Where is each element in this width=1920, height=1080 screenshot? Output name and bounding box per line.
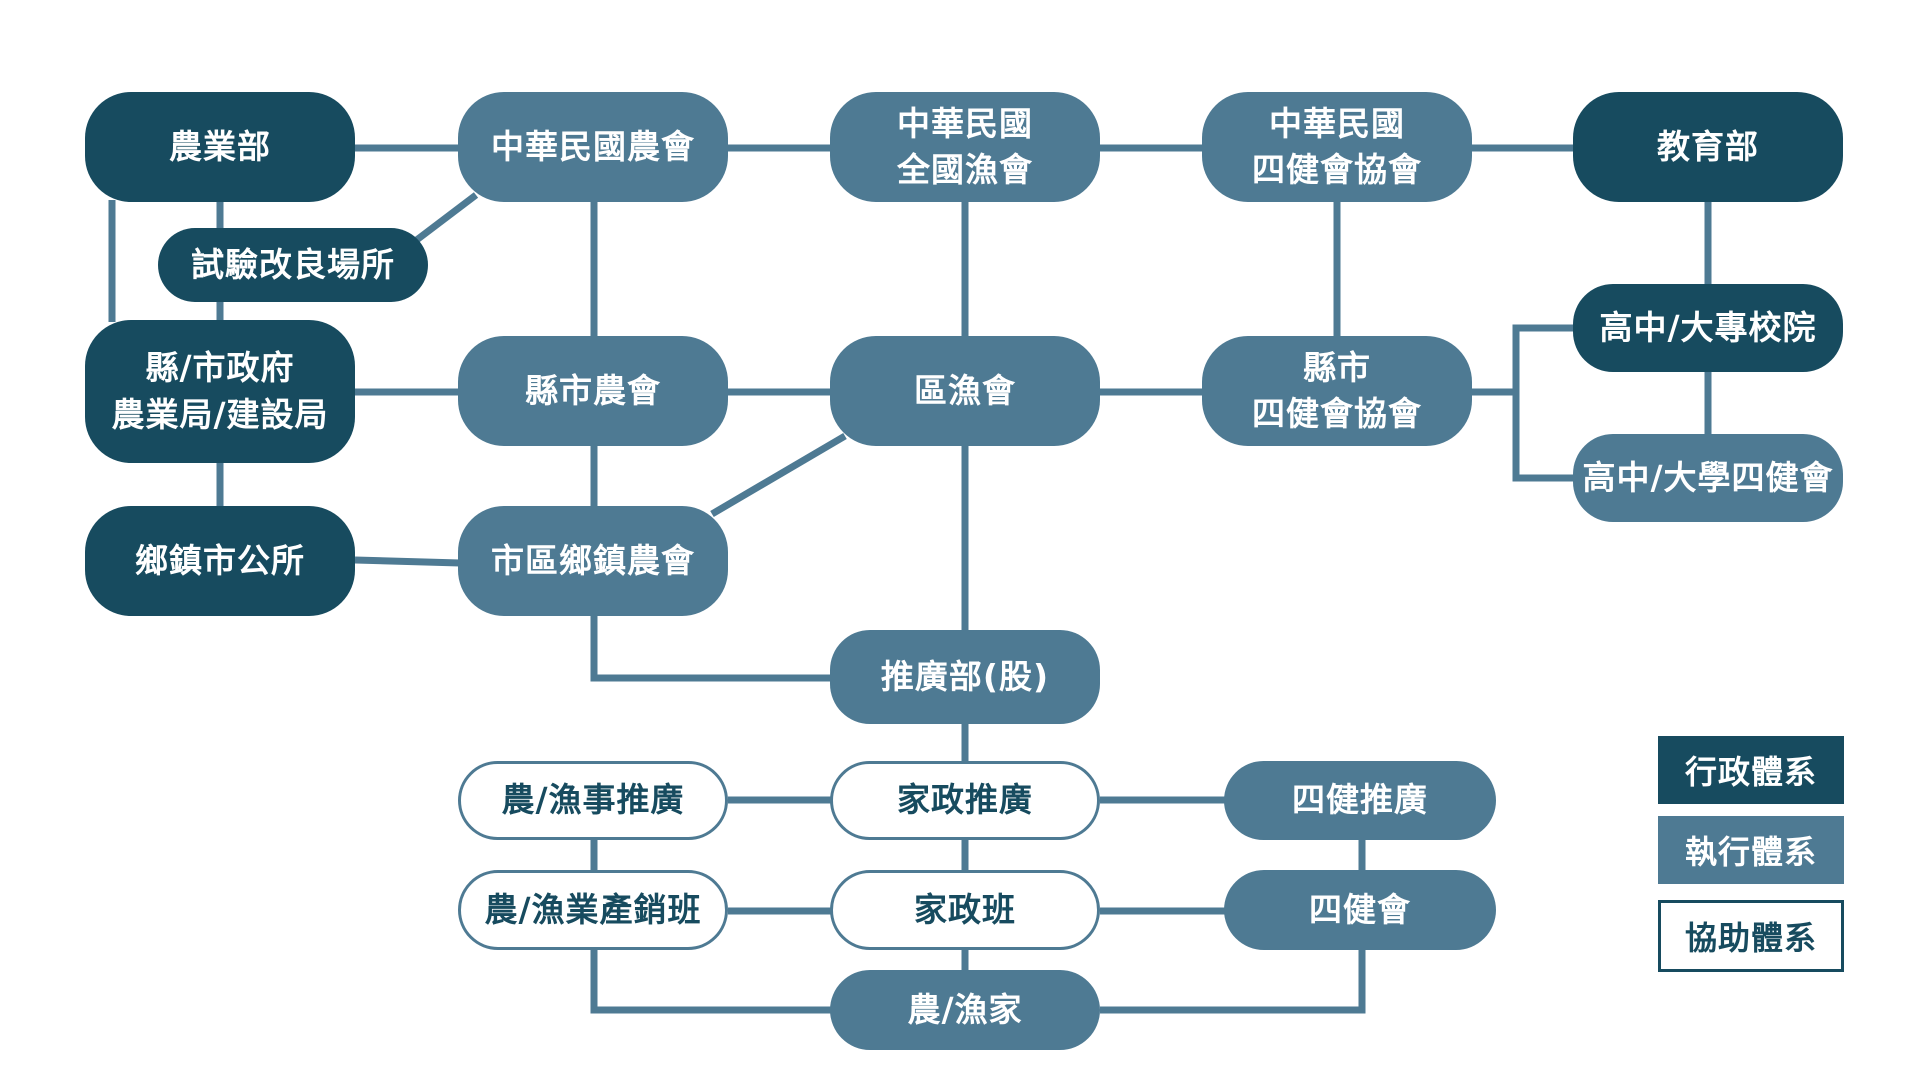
node-fourh-assoc-national: 中華民國 四健會協會: [1202, 92, 1472, 202]
node-coa: 農業部: [85, 92, 355, 202]
connector: [1472, 324, 1575, 396]
node-county-farmers-assoc: 縣市農會: [458, 336, 728, 446]
connector: [1100, 950, 1366, 1014]
node-county-fourh-assoc: 縣市 四健會協會: [1202, 336, 1472, 446]
node-home-econ-class: 家政班: [830, 870, 1100, 950]
connector: [1512, 392, 1575, 482]
node-township-farmers-assoc: 市區鄉鎮農會: [458, 506, 728, 616]
node-farm-family: 農/漁家: [830, 970, 1100, 1050]
node-moe: 教育部: [1573, 92, 1843, 202]
legend-exec: 執行體系: [1658, 816, 1844, 884]
connector: [590, 950, 833, 1014]
node-extension-dept: 推廣部(股): [830, 630, 1100, 724]
node-township-office: 鄉鎮市公所: [85, 506, 355, 616]
node-high-school-college: 高中/大專校院: [1573, 284, 1843, 372]
node-fishermen-assoc-national: 中華民國 全國漁會: [830, 92, 1100, 202]
node-fourh-club: 四健會: [1224, 870, 1496, 950]
node-high-school-fourh: 高中/大學四健會: [1573, 434, 1843, 522]
node-production-class: 農/漁業產銷班: [458, 870, 728, 950]
node-farmers-assoc-national: 中華民國農會: [458, 92, 728, 202]
connector: [710, 432, 847, 518]
node-agri-fish-extension: 農/漁事推廣: [458, 761, 728, 840]
node-fourh-extension: 四健推廣: [1224, 761, 1496, 840]
connector: [354, 556, 461, 567]
node-county-gov: 縣/市政府 農業局/建設局: [85, 320, 355, 463]
legend-admin: 行政體系: [1658, 736, 1844, 804]
node-research-station: 試驗改良場所: [158, 228, 428, 302]
legend-assist: 協助體系: [1658, 900, 1844, 972]
connector: [590, 616, 833, 682]
connector: [407, 192, 479, 248]
node-home-econ-extension: 家政推廣: [830, 761, 1100, 840]
node-district-fishermen-assoc: 區漁會: [830, 336, 1100, 446]
